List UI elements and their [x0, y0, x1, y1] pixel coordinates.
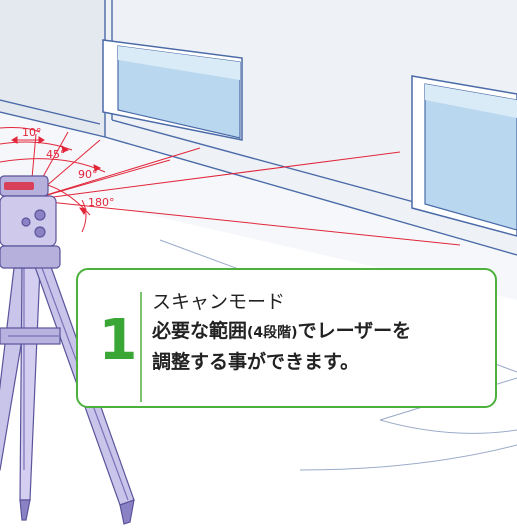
desc-line1-post: でレーザーを	[297, 320, 412, 342]
window-left	[102, 39, 243, 141]
window-right	[411, 75, 517, 237]
mode-title: スキャンモード	[152, 291, 286, 313]
description-line-2: 調整する事ができます。	[152, 351, 360, 373]
desc-line1-small: (4段階)	[247, 325, 298, 341]
scan-mode-info-box: 1 スキャンモード 必要な範囲(4段階)でレーザーを 調整する事ができます。	[76, 268, 497, 408]
step-number: 1	[98, 307, 138, 373]
left-wall	[0, 0, 105, 137]
info-divider	[140, 292, 142, 402]
rotating-laser-level-icon	[0, 175, 61, 269]
angle-arrows	[11, 136, 102, 216]
info-box-inner: 1 スキャンモード 必要な範囲(4段階)でレーザーを 調整する事ができます。	[82, 274, 491, 402]
desc-line1-pre: 必要な範囲	[152, 320, 248, 342]
angle-label-45: 45°	[46, 148, 66, 161]
description-line-1: 必要な範囲(4段階)でレーザーを	[152, 317, 481, 348]
angle-label-180: 180°	[88, 196, 115, 209]
angle-label-90: 90°	[78, 168, 98, 181]
info-text: スキャンモード 必要な範囲(4段階)でレーザーを 調整する事ができます。	[152, 288, 481, 377]
angle-label-10: 10°	[22, 126, 42, 139]
floor-shade	[0, 112, 517, 300]
